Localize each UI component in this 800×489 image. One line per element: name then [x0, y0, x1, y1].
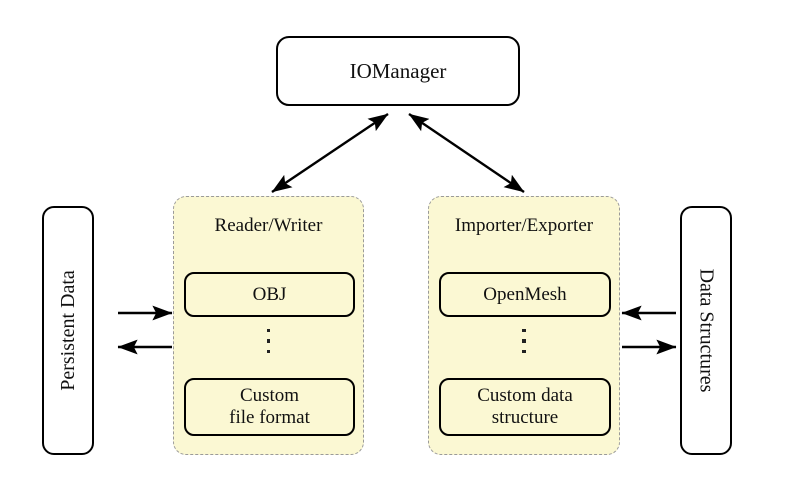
leaf-custom-file-format-line1: Custom: [239, 385, 300, 407]
node-data-structures[interactable]: Data Structures: [680, 206, 732, 455]
group-reader-writer-title: Reader/Writer: [214, 215, 323, 236]
leaf-obj-label: OBJ: [252, 283, 287, 305]
leaf-custom-file-format-line2: file format: [229, 407, 310, 428]
arrow-manager-importerexporter: [408, 113, 525, 193]
data-structures-label: Data Structures: [695, 268, 718, 393]
persistent-data-label: Persistent Data: [56, 270, 79, 391]
group-importer-exporter-title: Importer/Exporter: [454, 215, 594, 236]
leaf-obj[interactable]: OBJ: [184, 272, 355, 317]
node-persistent-data[interactable]: Persistent Data: [42, 206, 94, 455]
group-importer-exporter[interactable]: Importer/Exporter OpenMesh Custom data s…: [428, 196, 620, 455]
iomanager-label: IOManager: [349, 58, 447, 83]
leaf-custom-data-structure-line2: structure: [491, 407, 559, 428]
arrow-manager-readerwriter: [271, 113, 389, 193]
leaf-custom-data-structure-line1: Custom data: [477, 385, 573, 407]
ellipsis-importer-exporter: [429, 329, 619, 354]
leaf-openmesh-label: OpenMesh: [483, 283, 567, 305]
ellipsis-reader-writer: [174, 329, 363, 354]
group-reader-writer[interactable]: Reader/Writer OBJ Custom file format: [173, 196, 364, 455]
node-iomanager[interactable]: IOManager: [276, 36, 520, 106]
leaf-openmesh[interactable]: OpenMesh: [439, 272, 611, 317]
leaf-custom-file-format[interactable]: Custom file format: [184, 378, 355, 436]
leaf-custom-data-structure[interactable]: Custom data structure: [439, 378, 611, 436]
